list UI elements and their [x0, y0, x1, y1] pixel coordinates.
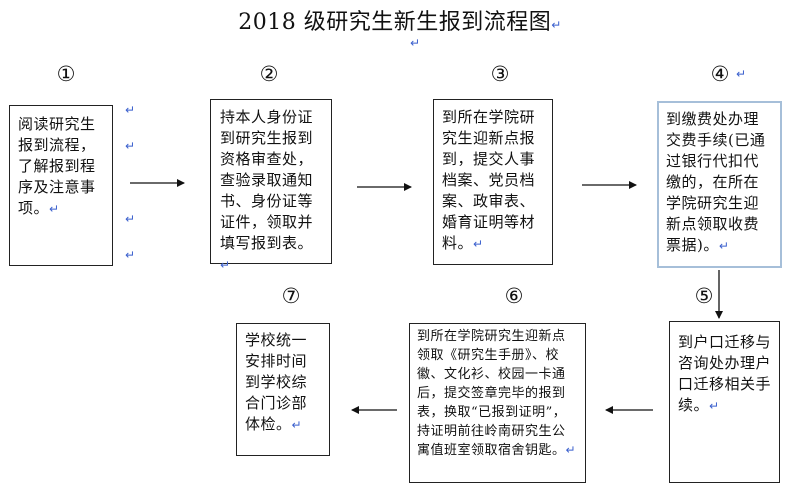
return-mark: ↵	[565, 443, 576, 457]
return-mark: ↵	[410, 36, 421, 50]
step-box-2: 持本人身份证到研究生报到资格审查处，查验录取通知书、身份证等证件，领取并填写报到…	[210, 99, 332, 272]
step-number-7: ⑦	[281, 284, 301, 308]
return-mark: ↵	[473, 237, 484, 251]
return-mark: ↵	[551, 18, 562, 32]
step-text-2: 持本人身份证到研究生报到资格审查处，查验录取通知书、身份证等证件，领取并填写报到…	[220, 108, 314, 252]
return-mark: ↵	[709, 399, 722, 413]
step-text-3: 到所在学院研究生迎新点报到，提交人事档案、党员档案、政审表、婚育证明等材料。	[442, 108, 536, 252]
step-text-1: 阅读研究生报到流程，了解报到程序及注意事项。	[18, 115, 96, 217]
step-box-3: 到所在学院研究生迎新点报到，提交人事档案、党员档案、政审表、婚育证明等材料。↵	[433, 99, 553, 265]
step-number-4: ④	[710, 62, 730, 86]
step-box-1: 阅读研究生报到流程，了解报到程序及注意事项。↵	[9, 105, 113, 266]
step-text-6: 到所在学院研究生迎新点领取《研究生手册》、校徽、文化衫、校园一卡通后，提交签章完…	[417, 329, 567, 458]
step-number-2: ②	[259, 62, 279, 86]
return-mark: ↵	[736, 67, 747, 81]
return-mark: ↵	[125, 139, 136, 153]
step-number-3: ③	[490, 62, 510, 86]
step-box-5: 到户口迁移与咨询处办理户口迁移相关手续。↵	[669, 321, 780, 483]
return-mark: ↵	[291, 418, 304, 432]
return-mark: ↵	[220, 258, 231, 272]
step-number-6: ⑥	[504, 284, 524, 308]
return-mark: ↵	[49, 202, 60, 216]
step-box-4: 到缴费处办理交费手续(已通过银行代扣代缴的，在所在学院研究生迎新点领取收费票据)…	[657, 101, 782, 268]
step-text-4: 到缴费处办理交费手续(已通过银行代扣代缴的，在所在学院研究生迎新点领取收费票据)…	[666, 110, 766, 254]
diagram-title: 2018 级研究生新生报到流程图↵	[0, 4, 800, 36]
title-text: 2018 级研究生新生报到流程图	[238, 10, 552, 35]
step-number-5: ⑤	[694, 284, 714, 308]
return-mark: ↵	[718, 239, 729, 253]
step-box-6: 到所在学院研究生迎新点领取《研究生手册》、校徽、文化衫、校园一卡通后，提交签章完…	[409, 323, 586, 483]
return-mark: ↵	[125, 103, 136, 117]
step-number-1: ①	[56, 62, 76, 86]
return-mark: ↵	[125, 248, 136, 262]
step-box-7: 学校统一安排时间到学校综合门诊部体检。↵	[236, 323, 330, 456]
step-text-5: 到户口迁移与咨询处办理户口迁移相关手续。	[678, 333, 772, 414]
step-text-7: 学校统一安排时间到学校综合门诊部体检。	[245, 331, 308, 433]
return-mark: ↵	[125, 212, 136, 226]
